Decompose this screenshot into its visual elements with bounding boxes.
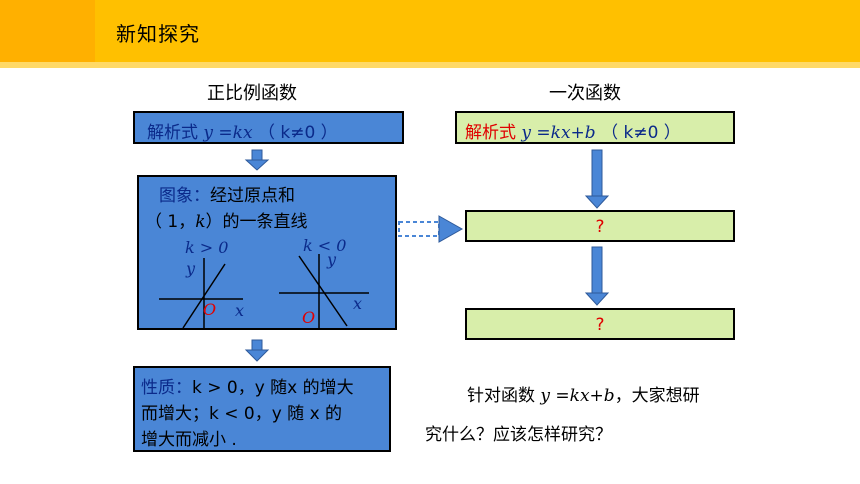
left-formula-box: 解析式 y =kx （ k≠0 ）: [133, 111, 404, 144]
axis-y-label: y: [326, 250, 337, 269]
graph-desc-k: k: [195, 212, 206, 232]
property-line3: 增大而减小 .: [141, 430, 237, 450]
property-label: 性质：: [141, 378, 192, 398]
origin-label: O: [203, 300, 216, 319]
left-formula-cond: （ k≠0 ）: [257, 123, 338, 143]
question-line1: 针对函数 y =kx+b，大家想研: [467, 386, 700, 406]
right-graph-box: ?: [465, 210, 735, 242]
left-formula-label: 解析式: [147, 123, 198, 143]
axis-x-label: x: [235, 301, 244, 320]
page-title: 新知探究: [116, 22, 200, 46]
left-heading: 正比例函数: [207, 83, 297, 104]
right-formula-cond: （ k≠0 ）: [601, 123, 681, 143]
unknown-property: ?: [595, 315, 605, 335]
left-graph-box: 图象：经过原点和 （ 1，k）的一条直线 k > 0 y O x k < 0 y…: [137, 175, 397, 330]
down-arrow-icon: [244, 149, 270, 171]
origin-label: O: [302, 308, 315, 327]
right-formula-box: 解析式 y =kx+b （ k≠0 ）: [455, 111, 735, 144]
down-arrow-icon: [584, 246, 610, 306]
right-property-box: ?: [465, 308, 735, 340]
case-neg-label: k < 0: [303, 236, 346, 255]
property-line1: k > 0，y 随x 的增大: [192, 378, 354, 398]
axis-x-label: x: [353, 294, 362, 313]
graph-desc-line1: 经过原点和: [210, 186, 295, 206]
axis-y-label: y: [185, 259, 196, 278]
down-arrow-icon: [584, 149, 610, 209]
header-underline: [0, 62, 860, 68]
property-line2: 而增大；k < 0，y 随 x 的: [141, 404, 343, 424]
down-arrow-icon: [244, 339, 270, 362]
right-arrow-icon: [398, 215, 464, 243]
graph-desc-line2a: （ 1，: [145, 212, 196, 232]
header-bar: [0, 0, 860, 62]
graph-desc-line2b: ）的一条直线: [205, 212, 308, 232]
left-formula-expr: y =kx: [203, 123, 253, 143]
unknown-graph: ?: [595, 217, 605, 237]
right-formula-label: 解析式: [465, 123, 516, 143]
right-heading: 一次函数: [549, 83, 621, 104]
right-formula-expr: y =kx+b: [521, 123, 596, 143]
question-line2: 究什么？应该怎样研究？: [425, 425, 612, 445]
case-pos-label: k > 0: [185, 238, 228, 257]
header-accent: [0, 0, 95, 62]
left-property-box: 性质：k > 0，y 随x 的增大 而增大；k < 0，y 随 x 的 增大而减…: [133, 366, 391, 452]
function-graphs: k > 0 y O x k < 0 y O x: [159, 236, 369, 329]
graph-label: 图象：: [159, 186, 210, 206]
